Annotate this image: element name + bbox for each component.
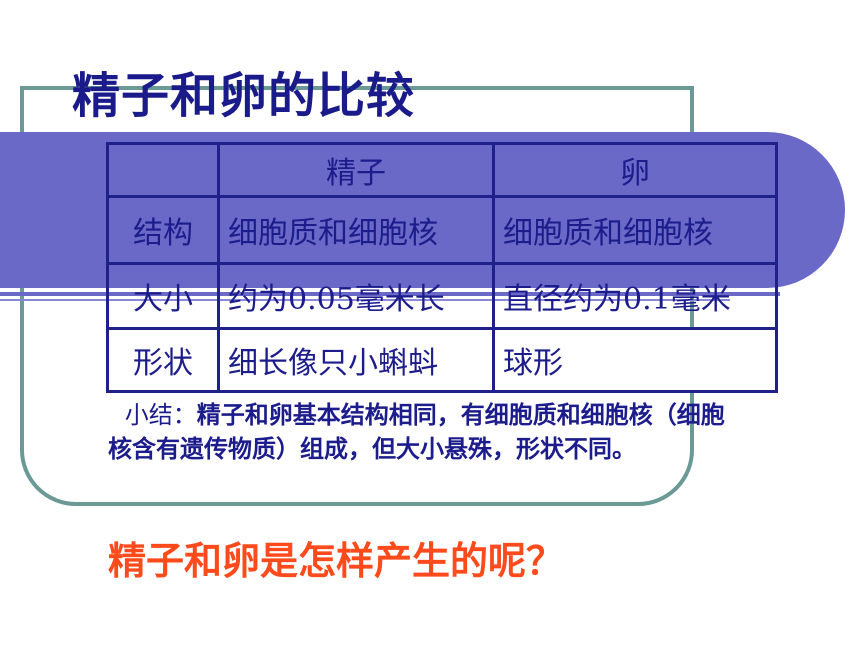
question-text: 精子和卵是怎样产生的呢？: [108, 539, 565, 583]
cell-egg: 球形: [492, 327, 778, 393]
cell-sperm: 约为0.05毫米长: [217, 262, 495, 330]
summary-lead: 小结：: [124, 401, 197, 429]
cell-egg: 直径约为0.1毫米: [492, 262, 778, 330]
row-label: 结构: [106, 195, 220, 265]
cell-sperm: 细长像只小蝌蚪: [217, 327, 495, 393]
row-label: 大小: [106, 262, 220, 330]
summary-body: 精子和卵基本结构相同，有细胞质和细胞核（细胞核含有遗传物质）组成，但大小悬殊，形…: [108, 401, 725, 463]
table-row: 结构 细胞质和细胞核 细胞质和细胞核: [106, 195, 778, 265]
cell-egg: 细胞质和细胞核: [492, 195, 778, 265]
header-cell-empty: [106, 142, 220, 198]
summary-text: 小结：精子和卵基本结构相同，有细胞质和细胞核（细胞核含有遗传物质）组成，但大小悬…: [108, 398, 748, 466]
row-label: 形状: [106, 327, 220, 393]
header-cell-sperm: 精子: [217, 142, 495, 198]
comparison-table: 精子 卵 结构 细胞质和细胞核 细胞质和细胞核 大小 约为0.05毫米长 直径约…: [106, 142, 778, 393]
table-header-row: 精子 卵: [106, 142, 778, 198]
table-row: 大小 约为0.05毫米长 直径约为0.1毫米: [106, 262, 778, 330]
cell-sperm: 细胞质和细胞核: [217, 195, 495, 265]
header-cell-egg: 卵: [492, 142, 778, 198]
table-row: 形状 细长像只小蝌蚪 球形: [106, 327, 778, 393]
slide-title: 精子和卵的比较: [72, 68, 416, 124]
